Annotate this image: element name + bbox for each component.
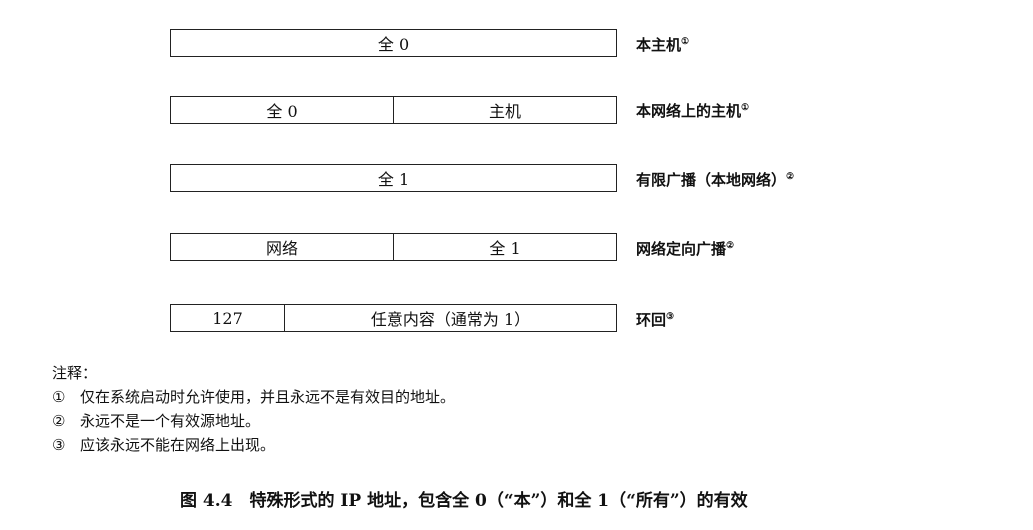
field-host: 主机 — [393, 97, 616, 123]
note-text: 应该永远不能在网络上出现。 — [80, 436, 276, 454]
note-text: 永远不是一个有效源地址。 — [80, 412, 261, 430]
notes-title: 注释： — [52, 364, 98, 382]
desc-text: 本网络上的主机 — [636, 102, 742, 120]
address-format-host-on-this-net: 全 0 主机 — [170, 96, 617, 124]
desc-text: 网络定向广播 — [636, 240, 727, 258]
note-mark: ③ — [52, 436, 66, 454]
desc-text: 环回 — [636, 311, 667, 329]
address-format-loopback: 127 任意内容（通常为 1） — [170, 304, 617, 332]
footnote-mark: ② — [726, 241, 735, 251]
field-net: 网络 — [265, 239, 298, 258]
desc-text: 有限广播（本地网络） — [636, 171, 787, 189]
address-format-this-host: 全 0 — [170, 29, 617, 57]
field-all-one: 全 1 — [377, 170, 410, 189]
field-127: 127 — [212, 308, 243, 328]
footnote-mark: ① — [741, 103, 750, 113]
field-anything: 任意内容（通常为 1） — [284, 305, 616, 331]
notes-section: 注释： ① 仅在系统启动时允许使用，并且永远不是有效目的地址。 ② 永远不是一个… — [52, 361, 455, 457]
desc-directed-broadcast: 网络定向广播② — [636, 236, 734, 259]
desc-this-host: 本主机① — [636, 32, 689, 55]
field-all-zero: 全 0 — [377, 35, 410, 54]
note-mark: ① — [52, 388, 66, 406]
footnote-mark: ② — [786, 172, 795, 182]
field-all-zero: 全 0 — [266, 102, 298, 121]
note-item: ① 仅在系统启动时允许使用，并且永远不是有效目的地址。 — [52, 385, 455, 409]
address-format-directed-broadcast: 网络 全 1 — [170, 233, 617, 261]
field-all-one: 全 1 — [393, 234, 616, 260]
figure-caption: 图 4.4 特殊形式的 IP 地址，包含全 0（“本”）和全 1（“所有”）的有… — [180, 491, 748, 511]
address-format-limited-broadcast: 全 1 — [170, 164, 617, 192]
desc-limited-broadcast: 有限广播（本地网络）② — [636, 167, 794, 190]
note-item: ③ 应该永远不能在网络上出现。 — [52, 433, 455, 457]
desc-host-on-this-net: 本网络上的主机① — [636, 98, 749, 121]
desc-text: 本主机 — [636, 36, 682, 54]
desc-loopback: 环回③ — [636, 307, 674, 330]
footnote-mark: ③ — [666, 312, 675, 322]
note-item: ② 永远不是一个有效源地址。 — [52, 409, 455, 433]
note-text: 仅在系统启动时允许使用，并且永远不是有效目的地址。 — [80, 388, 456, 406]
note-mark: ② — [52, 412, 66, 430]
footnote-mark: ① — [681, 37, 690, 47]
